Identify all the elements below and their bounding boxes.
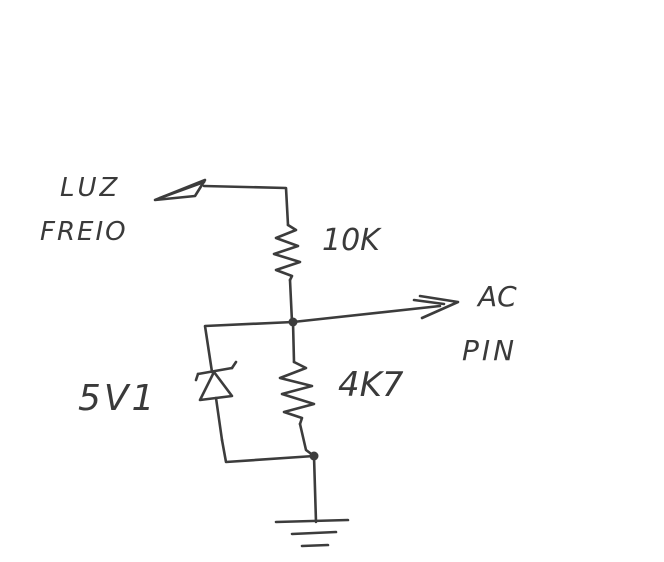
input-wire [202, 184, 290, 227]
resistor-10k-label: 10K [322, 223, 382, 258]
output-label-line1: AC [476, 280, 517, 313]
zener-branch-bottom [220, 438, 316, 464]
resistor-4k7-label: 4K7 [338, 365, 404, 405]
zener-diode-5v1 [194, 360, 238, 442]
ground-wire [312, 454, 318, 524]
ground-icon [274, 518, 350, 548]
input-label-line1: LUZ [60, 173, 120, 203]
output-arrow [412, 294, 460, 320]
zener-branch-top [203, 320, 295, 374]
resistor-4k7 [278, 360, 316, 426]
output-wire [291, 304, 442, 324]
resistor-10k [272, 223, 302, 282]
wire-from-4k7 [298, 422, 316, 458]
input-terminal [153, 178, 207, 202]
zener-label: 5V1 [78, 378, 157, 419]
output-label-line2: PIN [462, 334, 517, 367]
wire-to-node [288, 278, 294, 324]
wire-to-4k7 [291, 320, 296, 364]
input-label-line2: FREIO [40, 217, 128, 247]
